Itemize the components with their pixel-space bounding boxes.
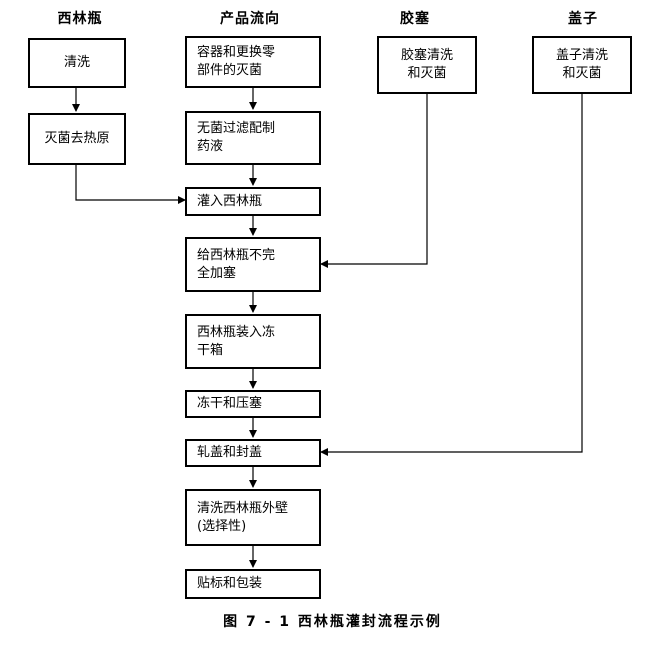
box-depyrogenate-label: 灭菌去热原: [44, 131, 110, 146]
box-partial-stopper: 给西林瓶不完 全加塞: [185, 237, 321, 292]
box-load-freezer-label: 西林瓶装入冻 干箱: [197, 324, 276, 358]
box-depyrogenate: 灭菌去热原: [28, 113, 126, 165]
figure-caption: 图 7 - 1 西林瓶灌封流程示例: [223, 614, 442, 630]
box-fill-label: 灌入西林瓶: [197, 193, 263, 209]
header-cap: 盖子: [568, 11, 598, 27]
box-filter-prep-label: 无菌过滤配制 药液: [197, 121, 276, 154]
box-crimp: 轧盖和封盖: [185, 439, 321, 467]
box-cap-wash-label: 盖子清洗 和灭菌: [555, 48, 608, 81]
box-freeze-dry-label: 冻干和压塞: [197, 396, 263, 411]
box-sterilize-parts-label: 容器和更换零 部件的灭菌: [197, 45, 276, 78]
box-fill: 灌入西林瓶: [185, 187, 321, 216]
arrow-depyro-to-fill: [75, 165, 186, 204]
box-label-pack-label: 贴标和包装: [197, 576, 263, 591]
box-filter-prep: 无菌过滤配制 药液: [185, 111, 321, 165]
box-stopper-wash-label: 胶塞清洗 和灭菌: [400, 48, 453, 81]
box-sterilize-parts: 容器和更换零 部件的灭菌: [185, 36, 321, 88]
box-freeze-dry: 冻干和压塞: [185, 390, 321, 418]
box-wash-label: 清洗: [63, 55, 90, 70]
box-load-freezer: 西林瓶装入冻 干箱: [185, 314, 321, 369]
box-exterior-wash: 清洗西林瓶外壁 (选择性): [185, 489, 321, 546]
header-vial: 西林瓶: [57, 11, 103, 27]
arrow-stopper-to-partial: [320, 94, 428, 268]
box-exterior-wash-label: 清洗西林瓶外壁 (选择性): [197, 500, 289, 534]
header-product-flow: 产品流向: [220, 11, 280, 27]
box-wash: 清洗: [28, 38, 126, 88]
arrow-cap-to-crimp: [320, 94, 583, 456]
box-cap-wash: 盖子清洗 和灭菌: [532, 36, 632, 94]
box-label-pack: 贴标和包装: [185, 569, 321, 599]
box-stopper-wash: 胶塞清洗 和灭菌: [377, 36, 477, 94]
box-partial-stopper-label: 给西林瓶不完 全加塞: [197, 247, 276, 281]
header-stopper: 胶塞: [400, 11, 430, 27]
box-crimp-label: 轧盖和封盖: [197, 445, 263, 460]
